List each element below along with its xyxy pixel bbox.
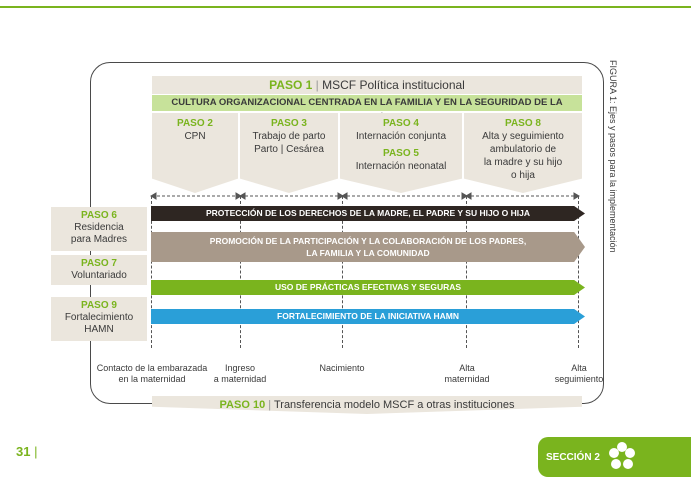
paso-10-sep: |: [268, 399, 272, 411]
timeline-line-4: [466, 196, 467, 348]
timeline-line-2: [240, 196, 241, 348]
bar-promocion-text-1: PROMOCIÓN DE LA PARTICIPACIÓN Y LA COLAB…: [209, 236, 527, 246]
paso-1-box: PASO 1 | MSCF Política institucional: [152, 76, 582, 94]
paso-8-text-1: Alta y seguimiento: [482, 131, 564, 142]
page-number-group: 31 |: [16, 444, 37, 459]
paso-4-label: PASO 4: [383, 118, 419, 129]
timeline-label-contacto: Contacto de la embarazada en la maternid…: [88, 363, 216, 385]
paso-1-label: PASO 1: [269, 78, 313, 92]
page-number-sep: |: [34, 444, 38, 459]
timeline-line-1: [151, 196, 152, 348]
paso-1-sep: |: [315, 78, 319, 92]
paso-6-label: PASO 6: [81, 210, 117, 221]
paso-7-text-1: Voluntariado: [71, 270, 127, 281]
timeline-label-alta-maternidad-2: maternidad: [444, 374, 490, 384]
paso-10-text: Transferencia modelo MSCF a otras instit…: [273, 399, 515, 411]
paso-9-text-2: HAMN: [84, 324, 114, 335]
bar-hamn-text: FORTALECIMIENTO DE LA INICIATIVA HAMN: [277, 311, 459, 321]
section-label: SECCIÓN 2: [546, 452, 600, 463]
timeline-label-ingreso: Ingreso a maternidad: [204, 363, 276, 385]
paso-3-text-1: Trabajo de parto: [252, 131, 326, 142]
paso-9-text-1: Fortalecimiento: [64, 312, 134, 323]
timeline-label-alta-seguimiento-2: seguimiento: [554, 374, 604, 384]
timeline-label-alta-seguimiento: Alta seguimiento: [546, 363, 612, 385]
timeline-label-nacimiento-1: Nacimiento: [319, 363, 365, 373]
timeline-label-ingreso-2: a maternidad: [213, 374, 267, 384]
bar-proteccion-text: PROTECCIÓN DE LOS DERECHOS DE LA MADRE, …: [206, 208, 530, 218]
bar-practicas-text: USO DE PRÁCTICAS EFECTIVAS Y SEGURAS: [274, 282, 462, 292]
paso-8-box: PASO 8 Alta y seguimiento ambulatorio de…: [464, 113, 582, 193]
paso-2-box: PASO 2 CPN: [152, 113, 238, 193]
paso-3-label: PASO 3: [271, 118, 307, 129]
timeline-label-alta-seguimiento-1: Alta: [571, 363, 587, 373]
timeline-label-ingreso-1: Ingreso: [224, 363, 256, 373]
cultura-banner: CULTURA ORGANIZACIONAL CENTRADA EN LA FA…: [152, 95, 582, 124]
paso-9-box: PASO 9 Fortalecimiento HAMN: [51, 297, 147, 341]
figure-caption: FIGURA 1: Ejes y pasos para la implement…: [608, 60, 618, 253]
section-tab-extension: [630, 437, 691, 477]
bar-promocion: PROMOCIÓN DE LA PARTICIPACIÓN Y LA COLAB…: [151, 232, 585, 262]
timeline-line-3: [342, 196, 343, 348]
paso-8-text-2: ambulatorio de: [489, 144, 557, 155]
paso-3-box: PASO 3 Trabajo de parto Parto | Cesárea: [240, 113, 338, 193]
interval-arrows: [150, 192, 580, 200]
page-number: 31: [16, 444, 31, 459]
paso-8-text-4: o hija: [511, 170, 535, 181]
timeline-line-5: [578, 196, 579, 348]
paso-8-text-3: la madre y su hijo: [483, 157, 563, 168]
flower-logo-icon: [609, 442, 635, 469]
timeline-label-alta-maternidad-1: Alta: [459, 363, 475, 373]
paso-4-5-box: PASO 4 Internación conjunta PASO 5 Inter…: [340, 113, 462, 193]
paso-2-text: CPN: [184, 131, 206, 142]
timeline-label-contacto-2: en la maternidad: [118, 374, 186, 384]
bar-promocion-text-2: LA FAMILIA Y LA COMUNIDAD: [306, 248, 430, 258]
paso-7-label: PASO 7: [81, 258, 117, 269]
paso-4-text: Internación conjunta: [355, 131, 447, 142]
bar-practicas: USO DE PRÁCTICAS EFECTIVAS Y SEGURAS: [151, 280, 585, 295]
timeline-label-alta-maternidad: Alta maternidad: [432, 363, 502, 385]
paso-1-text: MSCF Política institucional: [322, 78, 465, 92]
paso-6-box: PASO 6 Residencia para Madres: [51, 207, 147, 251]
paso-9-label: PASO 9: [81, 300, 117, 311]
bar-proteccion: PROTECCIÓN DE LOS DERECHOS DE LA MADRE, …: [151, 206, 585, 221]
paso-10-box: PASO 10 | Transferencia modelo MSCF a ot…: [152, 396, 582, 414]
paso-8-label: PASO 8: [505, 118, 541, 129]
paso-5-text: Internación neonatal: [355, 161, 447, 172]
timeline-label-contacto-1: Contacto de la embarazada: [96, 363, 208, 373]
paso-3-text-2: Parto | Cesárea: [254, 144, 324, 155]
paso-6-text-1: Residencia: [74, 222, 124, 233]
paso-6-text-2: para Madres: [70, 234, 128, 245]
paso-10-label: PASO 10: [219, 399, 266, 411]
timeline-label-nacimiento: Nacimiento: [306, 363, 378, 374]
paso-7-box: PASO 7 Voluntariado: [51, 255, 147, 285]
bar-hamn: FORTALECIMIENTO DE LA INICIATIVA HAMN: [151, 309, 585, 324]
top-rule: [0, 6, 691, 8]
paso-2-label: PASO 2: [177, 118, 213, 129]
paso-5-label: PASO 5: [383, 148, 419, 159]
